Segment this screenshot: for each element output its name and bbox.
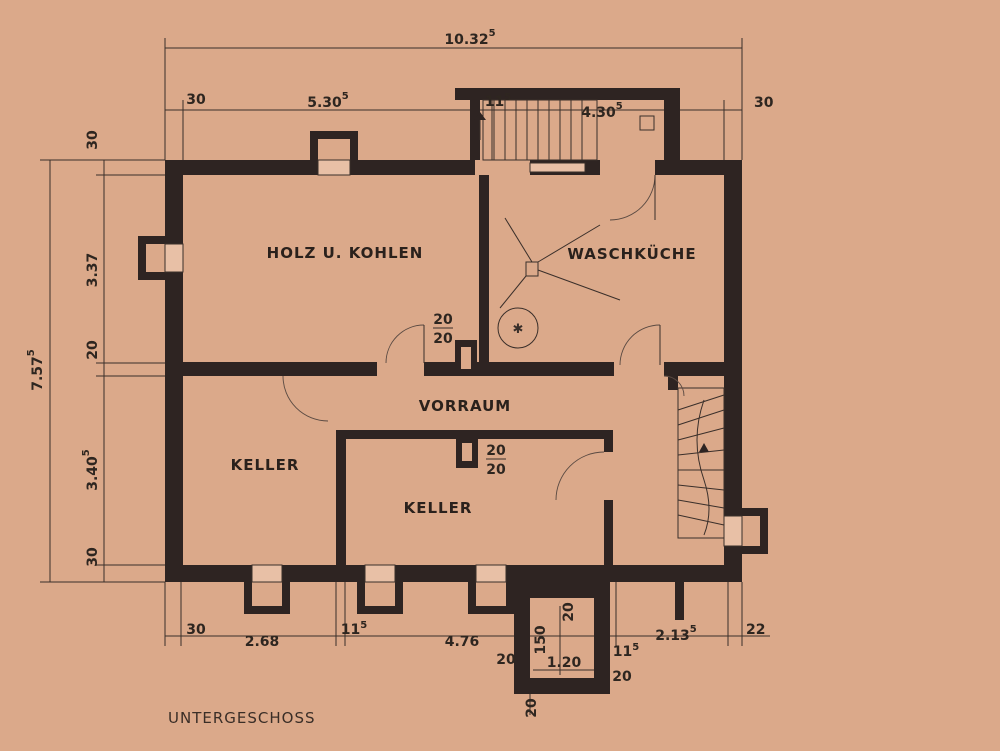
dim-left-30-bottom: 30 bbox=[85, 547, 101, 567]
dim-left-30-top: 30 bbox=[85, 130, 101, 150]
dim-top-11: 115 bbox=[485, 92, 511, 110]
door-swings bbox=[282, 174, 685, 501]
chimney-lower-label: 20 20 bbox=[486, 443, 506, 478]
chimney-lower-numerator: 20 bbox=[486, 443, 506, 459]
dim-top-530: 5.305 bbox=[307, 91, 349, 111]
dim-left-337: 3.37 bbox=[85, 253, 101, 288]
dim-pit-20-top: 20 bbox=[561, 602, 577, 622]
dim-bottom-268: 2.68 bbox=[245, 634, 280, 650]
dim-left-340: 3.405 bbox=[81, 449, 101, 491]
outer-stair bbox=[474, 99, 655, 161]
room-label-keller-center: KELLER bbox=[404, 499, 473, 517]
room-label-vorraum: VORRAUM bbox=[419, 397, 511, 415]
dim-bottom-476: 4.76 bbox=[445, 634, 480, 650]
dim-top-right-30: 30 bbox=[754, 95, 774, 111]
dim-bottom-22: 22 bbox=[746, 622, 765, 638]
dim-top-total: 10.325 bbox=[444, 28, 495, 48]
pit bbox=[514, 582, 610, 694]
window-wells bbox=[138, 131, 768, 620]
dim-pit-20-bottom: 20 bbox=[524, 698, 540, 718]
room-label-waschkueche: WASCHKÜCHE bbox=[567, 244, 696, 263]
dim-bottom-213: 2.135 bbox=[655, 624, 697, 644]
chimney-upper-denominator: 20 bbox=[433, 331, 453, 347]
dim-top-430: 4.305 bbox=[581, 101, 623, 121]
inner-stair bbox=[677, 387, 725, 539]
laundry-details: ✱ bbox=[497, 217, 621, 349]
chimney-upper-label: 20 20 bbox=[433, 312, 453, 347]
dim-bottom-30: 30 bbox=[186, 622, 206, 638]
dim-bottom-11b: 115 bbox=[613, 642, 639, 660]
dim-bottom-11: 115 bbox=[341, 620, 367, 638]
chimney-lower-denominator: 20 bbox=[486, 462, 506, 478]
dim-pit-20-right: 20 bbox=[612, 669, 632, 685]
room-label-holz-kohlen: HOLZ U. KOHLEN bbox=[267, 244, 424, 262]
room-label-keller-left: KELLER bbox=[231, 456, 300, 474]
dim-top-left-30: 30 bbox=[186, 92, 206, 108]
chimney-upper-numerator: 20 bbox=[433, 312, 453, 328]
dim-pit-20-left: 20 bbox=[496, 652, 516, 668]
dim-left-total: 7.575 bbox=[26, 349, 46, 391]
dim-pit-120: 1.20 bbox=[547, 655, 582, 671]
dimension-lines bbox=[40, 38, 770, 715]
dim-pit-150: 150 bbox=[533, 625, 549, 654]
dim-left-20: 20 bbox=[85, 340, 101, 360]
drawing-title: UNTERGESCHOSS bbox=[168, 709, 316, 727]
svg-text:✱: ✱ bbox=[513, 322, 524, 337]
